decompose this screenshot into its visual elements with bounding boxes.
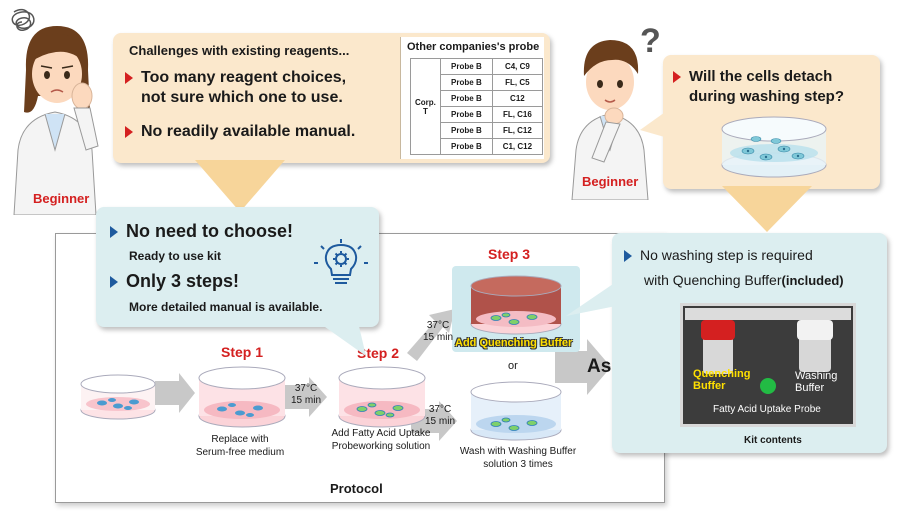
petri-dish-step3 bbox=[470, 275, 562, 335]
beginner-right-label: Beginner bbox=[582, 174, 639, 189]
step-3-label: Step 3 bbox=[488, 246, 531, 262]
probe-value-cell: C12 bbox=[491, 90, 543, 107]
blue-triangle-icon bbox=[110, 276, 118, 288]
question-bubble-pointer bbox=[640, 110, 668, 138]
incubation-3-time: 15 min bbox=[424, 416, 455, 427]
probe-cell: Probe B bbox=[439, 58, 493, 75]
step-2-caption: Add Fatty Acid Uptake Probeworking solut… bbox=[318, 427, 444, 453]
incubation-1-time: 15 min bbox=[290, 395, 321, 406]
kit-quenching-label: Quenching Buffer bbox=[693, 368, 750, 392]
no-wash-line-2-suffix: (included) bbox=[781, 273, 844, 288]
no-wash-bubble-tail bbox=[566, 282, 616, 316]
benefit-1-sub: Ready to use kit bbox=[129, 249, 222, 263]
question-text: Will the cells detach during washing ste… bbox=[673, 67, 844, 107]
incubation-3-temp: 37°C bbox=[428, 404, 452, 415]
petri-dish-wash bbox=[470, 381, 562, 441]
probe-value-cell: C4, C9 bbox=[491, 58, 543, 75]
probe-value-cell: FL, C5 bbox=[491, 74, 543, 91]
challenge-bullet-2-text: No readily available manual. bbox=[141, 123, 356, 140]
no-wash-line-1-text: No washing step is required bbox=[640, 247, 813, 263]
question-bubble-tail bbox=[722, 186, 812, 232]
or-label: or bbox=[508, 360, 518, 372]
petri-dish-step2 bbox=[338, 366, 426, 428]
benefit-1-title: No need to choose! bbox=[126, 221, 294, 241]
probe-cell: Probe B bbox=[439, 106, 493, 123]
challenge-bullet-1: Too many reagent choices, not sure which… bbox=[125, 68, 346, 108]
beginner-left-label: Beginner bbox=[33, 191, 90, 206]
kit-contents-photo: Quenching Buffer Washing Buffer Fatty Ac… bbox=[680, 303, 856, 427]
competitor-title: Other companies's probe bbox=[407, 41, 540, 53]
red-triangle-icon bbox=[125, 72, 133, 84]
incubation-2: 37°C 15 min bbox=[418, 320, 458, 344]
incubation-1-temp: 37°C bbox=[294, 383, 318, 394]
step-1-caption: Replace with Serum-free medium bbox=[180, 433, 300, 459]
challenges-title: Challenges with existing reagents... bbox=[129, 43, 350, 58]
step-1-caption-line-2: Serum-free medium bbox=[195, 447, 285, 458]
question-line-1: Will the cells detach bbox=[689, 68, 833, 85]
kit-washing-label: Washing Buffer bbox=[795, 370, 837, 394]
lightbulb-gear-icon bbox=[314, 239, 368, 284]
step-3-caption: Add Quenching Buffer bbox=[455, 337, 573, 349]
kit-caption: Kit contents bbox=[744, 435, 802, 446]
challenge-line-1: Too many reagent choices, bbox=[141, 69, 347, 86]
incubation-2-temp: 37°C bbox=[426, 320, 450, 331]
incubation-1: 37°C 15 min bbox=[286, 383, 326, 407]
step-2-label: Step 2 bbox=[357, 345, 400, 361]
challenge-bullet-2: No readily available manual. bbox=[125, 122, 355, 142]
challenge-line-2: not sure which one to use. bbox=[141, 89, 343, 106]
blue-triangle-icon bbox=[110, 226, 118, 238]
question-bubble: Will the cells detach during washing ste… bbox=[663, 55, 880, 189]
petri-dish-cells-icon bbox=[721, 116, 827, 178]
challenges-bubble-tail bbox=[195, 160, 285, 212]
benefits-bubble: No need to choose! Ready to use kit Only… bbox=[96, 207, 379, 327]
kit-washing-label-1: Washing bbox=[795, 370, 838, 382]
benefit-2-sub: More detailed manual is available. bbox=[129, 300, 323, 314]
probe-cell: Probe B bbox=[439, 74, 493, 91]
step-2-caption-line-1: Add Fatty Acid Uptake bbox=[331, 428, 431, 439]
beginner-right-figure: ? bbox=[571, 22, 661, 200]
probe-cell: Probe B bbox=[439, 122, 493, 139]
incubation-2-time: 15 min bbox=[422, 332, 453, 343]
svg-text:?: ? bbox=[640, 22, 661, 60]
corp-label: Corp. T bbox=[410, 58, 441, 155]
corp-label-text: Corp. T bbox=[415, 97, 436, 116]
incubation-3: 37°C 15 min bbox=[420, 404, 460, 428]
probe-cell: Probe B bbox=[439, 138, 493, 155]
question-line-2: during washing step? bbox=[689, 88, 845, 105]
petri-dish-step1 bbox=[198, 366, 286, 428]
no-wash-line-2: with Quenching Buffer(included) bbox=[644, 272, 844, 288]
challenge-bullet-1-text: Too many reagent choices, not sure which… bbox=[141, 68, 346, 108]
wash-caption: Wash with Washing Buffer solution 3 time… bbox=[452, 445, 584, 471]
benefits-bubble-tail bbox=[318, 322, 366, 356]
wash-caption-line-2: solution 3 times bbox=[483, 459, 553, 470]
step-2-caption-line-2: Probeworking solution bbox=[331, 441, 431, 452]
kit-contents-illustration bbox=[683, 306, 853, 424]
benefit-1: No need to choose! bbox=[110, 221, 293, 241]
wash-caption-line-1: Wash with Washing Buffer bbox=[459, 446, 577, 457]
step-1-caption-line-1: Replace with bbox=[211, 434, 269, 445]
beginner-left-figure bbox=[11, 8, 99, 215]
probe-cell: Probe B bbox=[439, 90, 493, 107]
blue-triangle-icon bbox=[624, 250, 632, 262]
petri-dish-1 bbox=[80, 374, 156, 420]
protocol-title: Protocol bbox=[330, 481, 383, 496]
red-triangle-icon bbox=[673, 71, 681, 83]
no-wash-line-2-prefix: with Quenching Buffer bbox=[644, 272, 782, 288]
probe-value-cell: FL, C12 bbox=[491, 122, 543, 139]
kit-probe-label: Fatty Acid Uptake Probe bbox=[713, 404, 821, 415]
probe-value-cell: C1, C12 bbox=[491, 138, 543, 155]
kit-quenching-label-2: Buffer bbox=[693, 380, 726, 392]
benefit-2-title: Only 3 steps! bbox=[126, 271, 240, 291]
red-triangle-icon bbox=[125, 126, 133, 138]
benefit-2: Only 3 steps! bbox=[110, 271, 239, 291]
kit-quenching-label-1: Quenching bbox=[693, 368, 751, 380]
kit-washing-label-2: Buffer bbox=[795, 382, 825, 394]
no-wash-line-1: No washing step is required bbox=[624, 245, 813, 265]
step-1-label: Step 1 bbox=[221, 344, 264, 360]
probe-value-cell: FL, C16 bbox=[491, 106, 543, 123]
flow-arrows bbox=[155, 309, 611, 441]
